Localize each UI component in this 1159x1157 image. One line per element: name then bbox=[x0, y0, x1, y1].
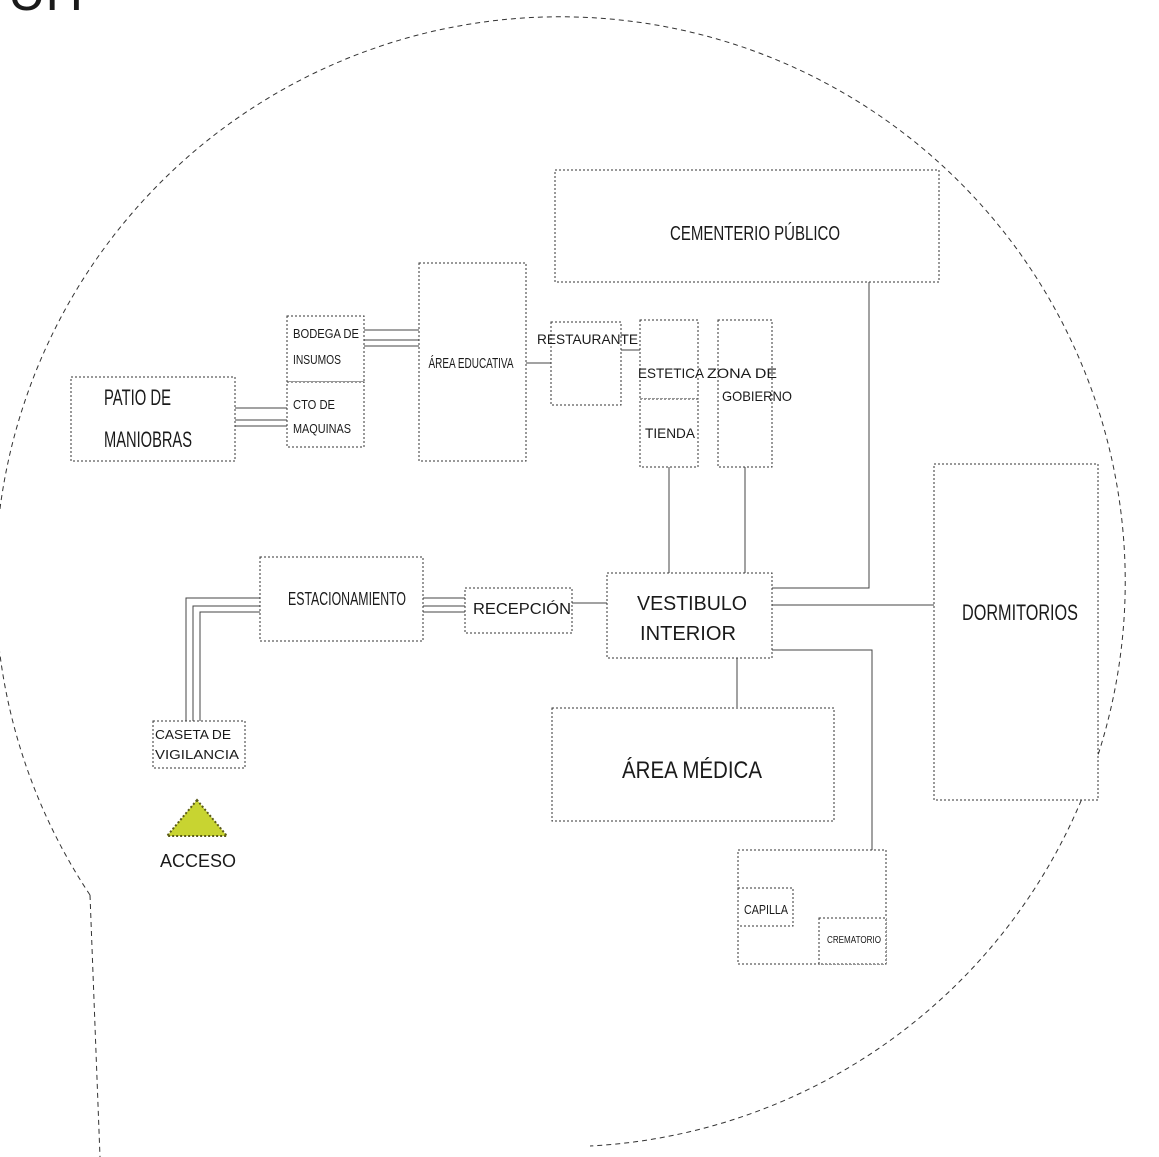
room-zona-gobierno: ZONA DE GOBIERNO bbox=[707, 319, 792, 468]
room-bodega: BODEGA DE INSUMOS bbox=[286, 315, 365, 383]
restaurante-label: RESTAURANTE bbox=[537, 331, 638, 347]
room-capilla bbox=[737, 887, 794, 927]
room-cementerio: CEMENTERIO PÚBLICO bbox=[554, 169, 940, 283]
access-label: ACCESO bbox=[160, 851, 236, 871]
room-vestibulo-interior: VESTIBULO INTERIOR bbox=[606, 572, 773, 659]
diagram-title: UH bbox=[8, 0, 83, 22]
caseta-label-line2: VIGILANCIA bbox=[155, 747, 239, 762]
room-cto-maquinas: CTO DE MAQUINAS bbox=[286, 381, 365, 448]
room-dormitorios: DORMITORIOS bbox=[933, 463, 1099, 801]
room-patio-maniobras: PATIO DE MANIOBRAS bbox=[70, 376, 236, 462]
site-boundary bbox=[0, 16, 1126, 1147]
room-estetica: ESTETICA bbox=[638, 319, 705, 400]
estetica-label: ESTETICA bbox=[638, 365, 705, 381]
site-boundary-left-edge bbox=[89, 894, 101, 1157]
bodega-label-line1: BODEGA DE bbox=[293, 326, 359, 341]
zona-gobierno-label-line2: GOBIERNO bbox=[722, 388, 792, 404]
caseta-label-line1: CASETA DE bbox=[155, 727, 231, 742]
room-estacionamiento: ESTACIONAMIENTO bbox=[259, 556, 424, 642]
access-marker: ACCESO bbox=[160, 798, 236, 871]
bodega-label-line2: INSUMOS bbox=[293, 352, 341, 367]
room-caseta-vigilancia: CASETA DE VIGILANCIA bbox=[152, 720, 246, 769]
tienda-label: TIENDA bbox=[645, 425, 696, 441]
vestibulo-label-line2: INTERIOR bbox=[640, 623, 736, 645]
connections bbox=[185, 282, 934, 850]
crematorio-label: CREMATORIO bbox=[827, 935, 881, 946]
cto-label-line1: CTO DE bbox=[293, 397, 335, 412]
room-capilla-crematorio-block: CAPILLA CREMATORIO bbox=[737, 849, 887, 965]
room-recepcion: RECEPCIÓN bbox=[464, 587, 573, 634]
patio-label-line2: MANIOBRAS bbox=[104, 427, 192, 452]
patio-label-line1: PATIO DE bbox=[104, 385, 171, 410]
cementerio-label: CEMENTERIO PÚBLICO bbox=[670, 222, 840, 245]
vestibulo-label-line1: VESTIBULO bbox=[637, 593, 747, 615]
room-tienda: TIENDA bbox=[639, 398, 699, 468]
room-restaurante: RESTAURANTE bbox=[537, 321, 638, 406]
cto-label-line2: MAQUINAS bbox=[293, 421, 351, 436]
area-medica-label: ÁREA MÉDICA bbox=[622, 757, 762, 784]
room-crematorio bbox=[818, 917, 887, 965]
zona-gobierno-label-line1: ZONA DE bbox=[707, 365, 777, 381]
recepcion-label: RECEPCIÓN bbox=[473, 599, 571, 618]
capilla-label: CAPILLA bbox=[744, 902, 788, 917]
area-educativa-label: ÁREA EDUCATIVA bbox=[429, 355, 514, 372]
room-area-educativa: ÁREA EDUCATIVA bbox=[418, 262, 527, 462]
room-area-medica: ÁREA MÉDICA bbox=[551, 707, 835, 822]
estacionamiento-label: ESTACIONAMIENTO bbox=[288, 589, 406, 609]
dormitorios-label: DORMITORIOS bbox=[962, 600, 1078, 625]
access-triangle-icon bbox=[164, 798, 230, 837]
